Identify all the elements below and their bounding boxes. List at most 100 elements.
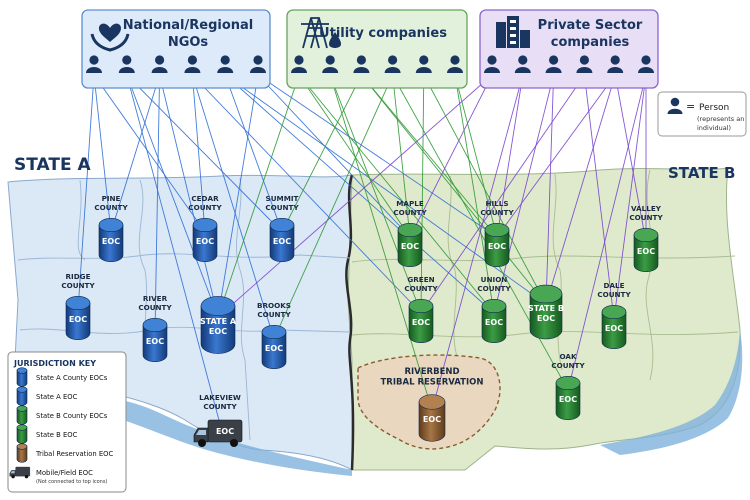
eoc-label-valley-1: COUNTY [629, 213, 663, 222]
person-legend: = Person (represents an individual) [657, 91, 747, 137]
cylinder-top [16, 367, 28, 374]
cylinder-top [16, 405, 28, 412]
key-item-county_b: State B County EOCs [16, 405, 108, 425]
key-label-tribal: Tribal Reservation EOC [35, 450, 113, 458]
eoc-label-union-1: COUNTY [477, 284, 511, 293]
connection-line [454, 74, 495, 314]
eoc-badge-text: EOC [605, 324, 623, 333]
cylinder-top [192, 217, 218, 233]
eoc-label-pine-0: PINE [102, 194, 121, 203]
cylinder-body [481, 305, 507, 344]
key-label-mobile: Mobile/Field EOC [36, 469, 93, 477]
person-legend-title: Person [699, 103, 729, 113]
cylinder-top [601, 304, 627, 320]
eoc-sites: EOCPINECOUNTYEOCCEDARCOUNTYEOCSUMMITCOUN… [61, 194, 663, 447]
connection-line [257, 74, 411, 238]
eoc-label-hills-0: HILLS [485, 199, 508, 208]
cylinder-top [484, 222, 510, 238]
eoc-label-brooks-0: BROOKS [257, 301, 291, 310]
connection-line [493, 74, 555, 314]
connection-line [126, 74, 221, 425]
connection-line [93, 74, 206, 233]
connection-line [224, 74, 495, 314]
connection-line [496, 74, 524, 238]
cylinder-top [98, 217, 124, 233]
connection-line [192, 74, 422, 314]
connection-line [77, 74, 95, 311]
person-icon [545, 55, 562, 73]
connection-line [217, 74, 259, 318]
cylinder-body [65, 302, 91, 341]
cylinder-body [601, 311, 627, 350]
person-icon [322, 55, 339, 73]
connection-line [110, 74, 161, 233]
cylinder-body [142, 324, 168, 363]
eoc-label-lakeview-1: COUNTY [203, 402, 237, 411]
person-icon [484, 55, 500, 73]
person-legend-note-2: individual) [697, 124, 731, 132]
connection-line [420, 74, 425, 314]
eoc-label-brooks-1: COUNTY [257, 310, 291, 319]
group-label-ngo-1: NGOs [168, 35, 209, 50]
eoc-label-dale-1: COUNTY [597, 290, 631, 299]
key-item-county_a: State A County EOCs [16, 367, 108, 387]
connection-line [431, 74, 524, 411]
eoc-label-riverbend-0: RIVERBEND [404, 367, 459, 377]
connection-line [392, 74, 411, 238]
cylinder-top [408, 298, 434, 314]
cylinder-body [16, 427, 28, 444]
cylinder-body [16, 446, 28, 463]
key-label-state_b: State B EOC [36, 431, 78, 439]
connection-line [191, 74, 206, 233]
cylinder-body [16, 408, 28, 425]
connection-line [257, 74, 498, 238]
mobile-truck-icon [9, 466, 31, 479]
connection-line [567, 74, 647, 391]
power-tower-icon [301, 17, 341, 49]
eoc-badge-text: EOC [412, 318, 430, 327]
cylinder-body [397, 229, 423, 268]
person-icon [184, 55, 201, 73]
cylinder-top [142, 317, 168, 333]
connection-line [224, 74, 283, 233]
eoc-badge-text: EOC [216, 427, 234, 436]
connection-line [126, 74, 283, 233]
cylinder-top [16, 443, 28, 450]
eoc-label-dale-0: DALE [603, 281, 624, 290]
cylinder-top [633, 227, 659, 243]
person-icon [118, 55, 135, 73]
cylinder-top [65, 295, 91, 311]
eoc-label-maple-1: COUNTY [393, 208, 427, 217]
eoc-label-ridge-1: COUNTY [61, 281, 95, 290]
person-icon [638, 55, 654, 73]
jurisdiction-key-title: JURISDICTION KEY [13, 359, 96, 368]
person-icon [447, 55, 463, 73]
eoc-badge-text: EOC [537, 314, 555, 323]
person-icon [353, 55, 370, 73]
connection-line [217, 74, 493, 318]
person-icon [291, 55, 307, 73]
state-b-label: STATE B [668, 164, 735, 182]
connection-line [159, 74, 219, 318]
eoc-badge-text: EOC [102, 237, 120, 246]
cylinder-body [529, 293, 563, 340]
connection-line [191, 74, 275, 340]
person-legend-symbol: = [686, 100, 695, 113]
eoc-badge-text: EOC [209, 327, 227, 336]
cylinder-top [397, 222, 423, 238]
person-icon [514, 55, 531, 73]
eoc-badge-text: EOC [401, 242, 419, 251]
person-icon [250, 55, 266, 73]
connection-line [545, 74, 555, 305]
eoc-label-union-0: UNION [481, 275, 508, 284]
person-icon [384, 55, 401, 73]
